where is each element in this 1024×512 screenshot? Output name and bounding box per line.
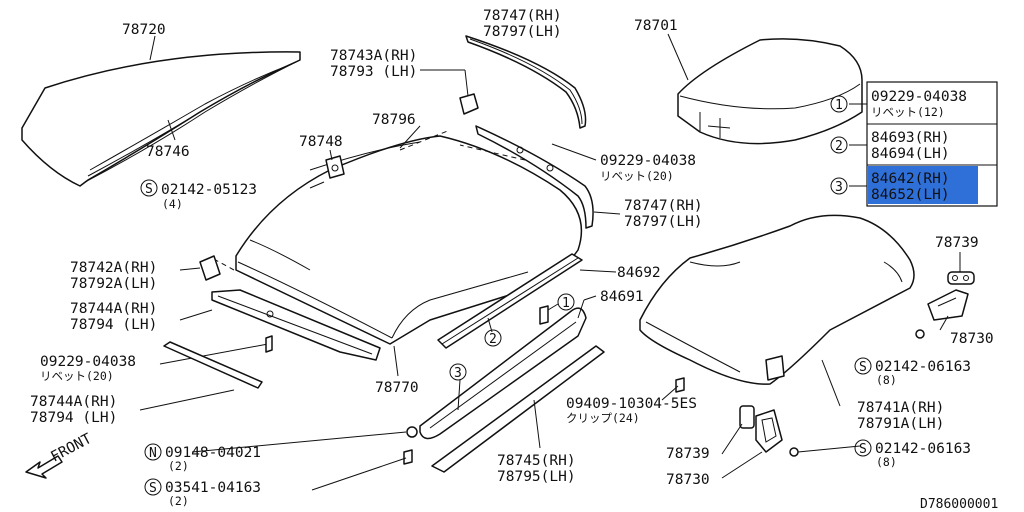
callout-3-rail: 3	[454, 366, 462, 381]
front-header-part	[211, 289, 381, 361]
label-78730-low: 78730	[666, 472, 710, 488]
label-78741a-rh: 78741A(RH)	[857, 400, 944, 416]
label-78746: 78746	[146, 144, 190, 160]
side-rail-mid-part	[475, 125, 594, 229]
legend-2-line1: 84693(RH)	[871, 130, 950, 146]
qty-2-s: (2)	[168, 494, 189, 508]
label-09229-mid: 09229-04038	[600, 153, 696, 169]
clip-78748-part	[325, 155, 345, 179]
s-mark-03541: S	[149, 481, 157, 496]
label-78744a-low: 78744A(RH)	[30, 394, 117, 410]
s-mark-06163-a: S	[859, 360, 867, 375]
label-front: FRONT	[48, 431, 94, 466]
label-09229-left: 09229-04038	[40, 354, 136, 370]
label-02142-06163-b: 02142-06163	[875, 441, 971, 457]
label-02142-05123: 02142-05123	[161, 182, 257, 198]
label-78792a-lh: 78792A(LH)	[70, 276, 157, 292]
label-78795-lh: 78795(LH)	[497, 469, 576, 485]
legend-3-line2: 84652(LH)	[871, 187, 950, 203]
label-78770: 78770	[375, 380, 419, 396]
rivet-20-mid: リベット(20)	[600, 169, 674, 183]
label-78796: 78796	[372, 112, 416, 128]
label-78748: 78748	[299, 134, 343, 150]
front-arrow-icon	[25, 455, 63, 479]
label-09148: 09148-04021	[165, 445, 261, 461]
legend-1-line1: 09229-04038	[871, 89, 967, 105]
side-rail-lower-part	[419, 307, 587, 440]
clip-24: クリップ(24)	[566, 411, 640, 425]
label-78745-rh: 78745(RH)	[497, 453, 576, 469]
callout-1-legend: 1	[835, 98, 843, 113]
qty-8-b: (8)	[876, 455, 897, 469]
qty-2-n: (2)	[168, 459, 189, 473]
bracket-78742a-part	[199, 255, 221, 281]
callout-3-legend: 3	[835, 180, 843, 195]
label-78739-right: 78739	[935, 235, 979, 251]
main-soft-top-part	[235, 135, 583, 345]
label-09409: 09409-10304-5ES	[566, 396, 697, 412]
strip-84692-part	[437, 253, 583, 349]
label-78791a-lh: 78791A(LH)	[857, 416, 944, 432]
label-78797-lh-top: 78797(LH)	[483, 24, 562, 40]
label-78742a-rh: 78742A(RH)	[70, 260, 157, 276]
label-78743a-rh: 78743A(RH)	[330, 48, 417, 64]
label-78747-rh-top: 78747(RH)	[483, 8, 562, 24]
rivet-20-left: リベット(20)	[40, 369, 114, 383]
side-rail-78745-part	[431, 345, 605, 473]
qty-8-a: (8)	[876, 373, 897, 387]
storage-bag-part	[677, 38, 863, 145]
label-78739-low: 78739	[666, 446, 710, 462]
legend-3-line1: 84642(RH)	[871, 171, 950, 187]
qty-4: (4)	[162, 197, 183, 211]
label-78797-lh-mid: 78797(LH)	[624, 214, 703, 230]
latch-right-part	[915, 271, 975, 339]
roof-cover-part	[21, 51, 301, 187]
label-03541: 03541-04163	[165, 480, 261, 496]
n-mark: N	[149, 446, 157, 461]
headliner-part	[639, 214, 915, 385]
legend-1-line2: リベット(12)	[871, 105, 945, 119]
label-84691: 84691	[600, 289, 644, 305]
label-78744a-up: 78744A(RH)	[70, 301, 157, 317]
bracket-78743a-part	[459, 93, 479, 115]
label-84692: 84692	[617, 265, 661, 281]
label-78730-right: 78730	[950, 331, 994, 347]
callout-2-legend: 2	[835, 139, 843, 154]
lower-weatherstrip-part	[163, 341, 263, 389]
legend-2-line2: 84694(LH)	[871, 146, 950, 162]
label-78701: 78701	[634, 18, 678, 34]
diagram-id: D786000001	[920, 497, 998, 512]
label-02142-06163-a: 02142-06163	[875, 359, 971, 375]
s-mark-05123: S	[145, 182, 153, 197]
label-78720: 78720	[122, 22, 166, 38]
callout-1-rail: 1	[562, 296, 570, 311]
label-78793-lh: 78793 (LH)	[330, 64, 417, 80]
latch-lower-part	[739, 405, 799, 457]
label-78747-rh-mid: 78747(RH)	[624, 198, 703, 214]
callout-2-strip: 2	[489, 332, 497, 347]
upper-rail-part	[465, 35, 587, 129]
label-78794-low: 78794 (LH)	[30, 410, 117, 426]
s-mark-06163-b: S	[859, 442, 867, 457]
legend-box	[849, 81, 998, 207]
label-78794-up: 78794 (LH)	[70, 317, 157, 333]
